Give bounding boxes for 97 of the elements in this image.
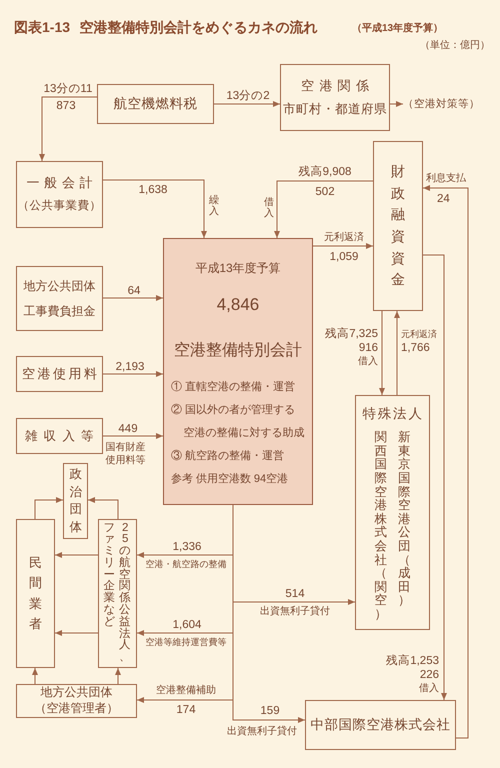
edge-label: 873 bbox=[55, 101, 77, 112]
entity-box bbox=[16, 356, 103, 392]
edge-label: 514 bbox=[284, 589, 306, 600]
entity-box bbox=[97, 84, 214, 124]
edge-label: 空港等維持運営費等 bbox=[144, 638, 228, 647]
arrow bbox=[102, 295, 164, 301]
arrow bbox=[274, 180, 374, 238]
edge-label: 出資無利子貸付 bbox=[226, 727, 298, 737]
box-label: 一般会計 bbox=[26, 174, 97, 190]
edge-label: 64 bbox=[126, 286, 142, 298]
account-name: 空港整備特別会計 bbox=[174, 340, 302, 360]
subtitle-note: （平成13年度予算） bbox=[352, 23, 444, 35]
edge-label: 24 bbox=[437, 194, 451, 206]
edge-label: 空港・航空路の整備 bbox=[144, 560, 228, 569]
box-label: 空港使用料 bbox=[20, 366, 100, 382]
box-label: （空港管理者） bbox=[34, 701, 118, 717]
box-label: 航空機燃料税 bbox=[114, 96, 198, 112]
arrow bbox=[379, 310, 385, 396]
entity-box bbox=[16, 161, 103, 228]
edge-label: 449 bbox=[117, 424, 139, 436]
arrow bbox=[422, 254, 447, 700]
entity-box bbox=[373, 141, 423, 311]
arrow bbox=[34, 497, 64, 520]
vertical-label: 25の航空関係公益法人、ファミリー企業など bbox=[104, 522, 131, 664]
edge-label: 国有財産使用料等 bbox=[105, 441, 146, 467]
arrow bbox=[214, 101, 280, 107]
vertical-label: 政治団体 bbox=[69, 466, 82, 536]
entity-box bbox=[16, 418, 103, 454]
purpose-item: ③ 航空路の整備・運営 bbox=[170, 448, 285, 464]
box-label: 地方公共団体工事費負担金 bbox=[22, 278, 96, 320]
arrow bbox=[312, 243, 374, 249]
entity-box bbox=[305, 700, 456, 750]
arrow bbox=[394, 310, 400, 396]
arrow bbox=[39, 96, 98, 162]
arrow bbox=[102, 180, 207, 238]
edge-label: 159 bbox=[259, 706, 281, 718]
arrow bbox=[115, 668, 121, 684]
edge-label: 1,604 bbox=[172, 620, 202, 632]
edge-label: 1,059 bbox=[328, 252, 360, 264]
arrow bbox=[390, 101, 404, 107]
edge-label: 916 bbox=[358, 343, 378, 354]
edge-label: 空港整備補助 bbox=[155, 686, 217, 696]
arrow bbox=[102, 371, 164, 377]
edge-label: 残高7,325 bbox=[324, 329, 378, 340]
arrow bbox=[54, 552, 98, 558]
box-label: （公共事業費） bbox=[18, 200, 102, 214]
arrow bbox=[88, 497, 118, 520]
entity-box bbox=[355, 395, 430, 630]
purpose-item: ① 直轄空港の整備・運営 bbox=[170, 380, 296, 395]
box-label: 地方公共団体 bbox=[40, 685, 112, 701]
edge-label: 1,336 bbox=[172, 542, 202, 554]
box-label: 市町村・都道府県 bbox=[283, 102, 387, 118]
arrow bbox=[422, 185, 468, 738]
box-label: 雑収入等 bbox=[24, 428, 100, 444]
edge-label: 借入 bbox=[357, 357, 378, 367]
entity-box bbox=[280, 64, 390, 131]
reference-note: 参考 供用空港数 94空港 bbox=[170, 472, 290, 487]
edge-label: 残高9,908 bbox=[298, 167, 352, 178]
entity-box bbox=[16, 266, 103, 331]
budget-year: 平成13年度予算 bbox=[195, 261, 281, 276]
purpose-item: ② 国以外の者が管理する空港の整備に対する助成 bbox=[170, 402, 306, 441]
entity-box bbox=[16, 684, 137, 718]
box-heading: 特殊法人 bbox=[361, 406, 424, 422]
edge-label: 繰入 bbox=[209, 195, 219, 217]
edge-label: 出資無利子貸付 bbox=[259, 607, 331, 617]
edge-label: 1,638 bbox=[138, 185, 168, 196]
edge-label: 元利返済 bbox=[401, 330, 438, 339]
edge-label: 13分の11 bbox=[42, 84, 94, 96]
vertical-label: 関西国際空港株式会社（関空） bbox=[374, 431, 387, 622]
edge-label: 2,193 bbox=[114, 362, 146, 374]
vertical-label: 民間業者 bbox=[29, 554, 42, 633]
edge-label: 残高1,253 bbox=[385, 656, 439, 668]
total-amount: 4,846 bbox=[216, 295, 260, 316]
arrow bbox=[102, 433, 164, 439]
entity-box bbox=[63, 463, 88, 539]
unit-note: （単位：億円） bbox=[420, 40, 490, 52]
target-text: （空港対策等） bbox=[403, 97, 480, 111]
entity-box bbox=[16, 519, 55, 668]
edge-label: 元利返済 bbox=[323, 233, 365, 243]
box-label: 中部国際空港株式会社 bbox=[310, 716, 450, 734]
edge-label: 利息支払 bbox=[426, 174, 467, 184]
edge-label: 1,766 bbox=[401, 343, 431, 354]
edge-label: 借入 bbox=[418, 684, 439, 694]
arrow bbox=[54, 630, 98, 636]
vertical-label: 新東京国際空港公団（成田） bbox=[398, 431, 410, 610]
vertical-label: 財政融資資金 bbox=[391, 162, 405, 290]
edge-label: 502 bbox=[314, 187, 336, 198]
budget-box bbox=[163, 238, 313, 505]
edge-label: 174 bbox=[175, 705, 197, 716]
edge-label: 226 bbox=[418, 670, 439, 682]
edge-label: 借入 bbox=[264, 197, 274, 219]
edge-label: 13分の2 bbox=[225, 91, 271, 102]
entity-box bbox=[98, 519, 137, 668]
arrow bbox=[32, 668, 38, 684]
title: 図表1-13 空港整備特別会計をめぐるカネの流れ bbox=[14, 19, 318, 36]
box-label: 空港関係 bbox=[300, 78, 374, 94]
arrow bbox=[232, 504, 306, 723]
